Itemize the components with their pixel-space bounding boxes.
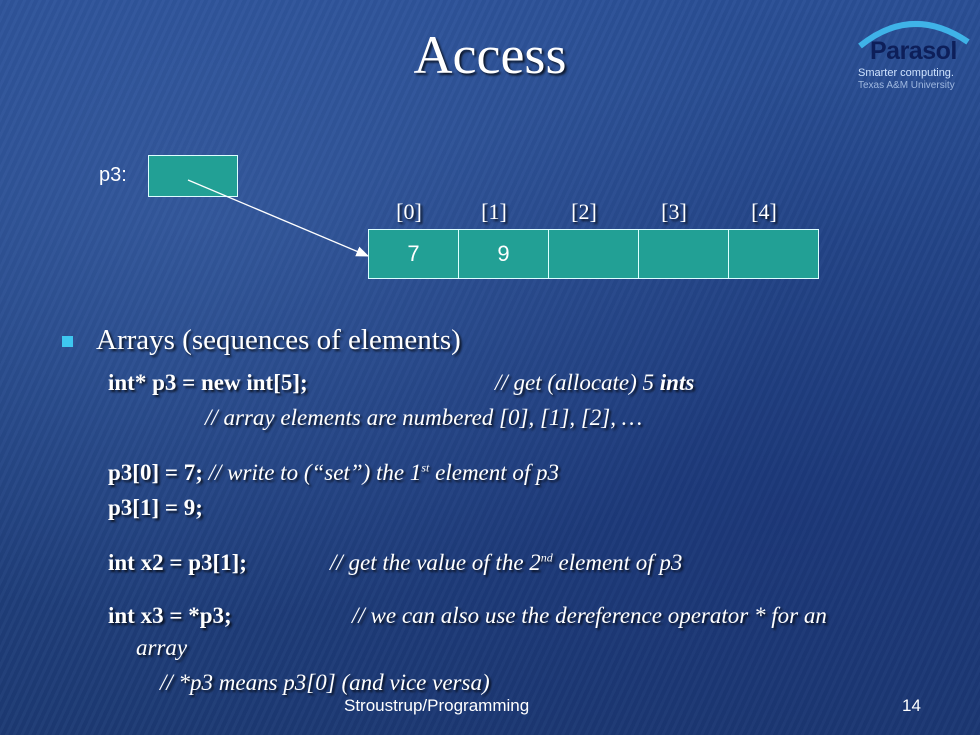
logo-university: Texas A&M University — [858, 80, 955, 91]
pointer-box — [148, 155, 238, 197]
comment-text: element of p3 — [552, 550, 683, 575]
code-statement: p3[0] = 7; — [108, 460, 203, 485]
comment-superscript: st — [421, 460, 430, 475]
array-cell-3 — [639, 230, 729, 278]
array-index-0: [0] — [396, 199, 422, 224]
comment-superscript: nd — [540, 550, 553, 565]
code-statement: int* p3 = new int[5]; — [108, 370, 308, 395]
array-cell-2 — [549, 230, 639, 278]
code-line-5: int x2 = p3[1]; — [108, 550, 247, 575]
array-index-1: [1] — [481, 199, 507, 224]
bullet-heading: Arrays (sequences of elements) — [96, 324, 461, 356]
array-index-3: [3] — [661, 199, 687, 224]
comment-keyword: ints — [659, 370, 695, 395]
pointer-label: p3: — [99, 164, 127, 186]
array-cell-1: 9 — [459, 230, 549, 278]
logo-brand: Parasol — [870, 37, 957, 65]
array-index-4: [4] — [751, 199, 777, 224]
logo-tagline: Smarter computing. — [858, 67, 954, 79]
array-cell-0: 7 — [369, 230, 459, 278]
code-comment-7: array — [136, 635, 188, 660]
bullet-square-icon — [62, 336, 73, 347]
page-number: 14 — [902, 696, 921, 715]
code-line-1: int* p3 = new int[5]; — [108, 370, 308, 396]
code-line-4: p3[1] = 9; — [108, 495, 203, 520]
comment-text: // get the value of the 2 — [330, 550, 541, 575]
code-line-6: int x3 = *p3; — [108, 603, 232, 628]
slide-title: Access — [413, 25, 567, 85]
comment-text: // write to (“set”) the 1 — [208, 460, 422, 485]
code-comment-1: // get (allocate) 5 ints — [495, 370, 694, 396]
array-index-2: [2] — [571, 199, 597, 224]
array-cells: 7 9 — [368, 229, 819, 279]
code-comment-5: // get the value of the 2nd element of p… — [330, 550, 682, 576]
code-comment-2: // array elements are numbered [0], [1],… — [205, 405, 643, 430]
logo-arc-icon — [858, 21, 970, 49]
parasol-logo: Parasol Smarter computing. Texas A&M Uni… — [852, 12, 974, 94]
code-line-3: p3[0] = 7; // write to (“set”) the 1st e… — [108, 460, 559, 486]
code-comment-6: // we can also use the dereference opera… — [352, 603, 827, 628]
code-comment-8: // *p3 means p3[0] (and vice versa) — [160, 670, 490, 695]
footer-source: Stroustrup/Programming — [344, 696, 530, 715]
comment-text: element of p3 — [429, 460, 560, 485]
array-cell-4 — [729, 230, 818, 278]
comment-text: // get (allocate) 5 — [495, 370, 660, 395]
